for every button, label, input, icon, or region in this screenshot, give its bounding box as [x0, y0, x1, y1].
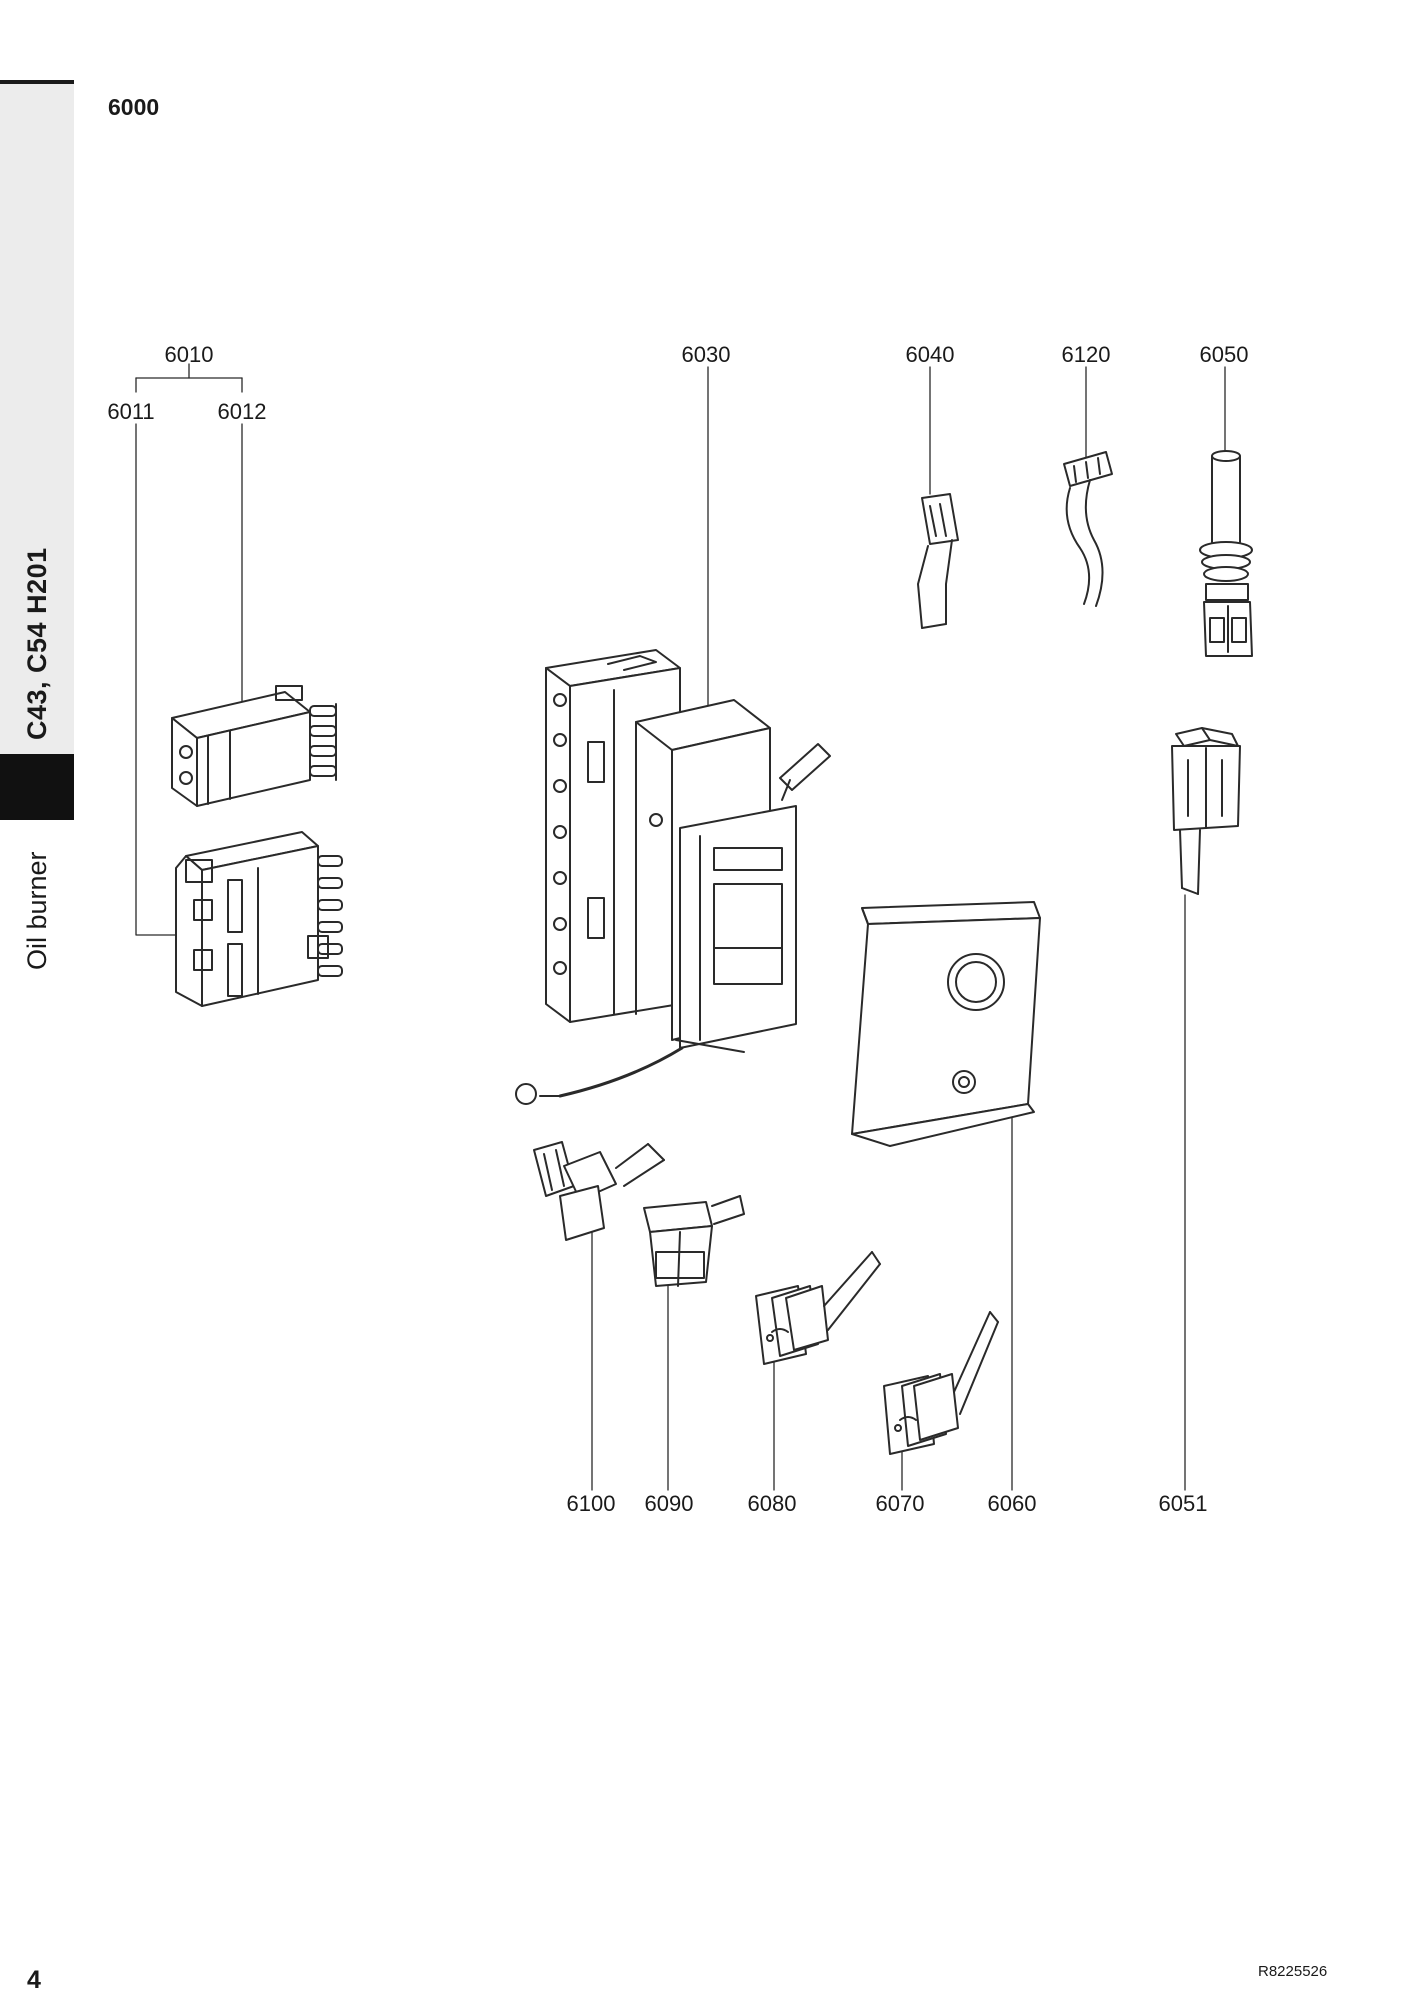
- label-6070: 6070: [876, 1491, 925, 1516]
- label-6012: 6012: [218, 399, 267, 424]
- part-6100-connector: [533, 1141, 665, 1241]
- part-labels: 6010 6011 6012 6030 6040 6120 6050 6100 …: [107, 342, 1248, 1516]
- label-6080: 6080: [748, 1491, 797, 1516]
- side-tab-top-rule: [0, 80, 74, 84]
- label-6120: 6120: [1062, 342, 1111, 367]
- part-6090-connector: [643, 1195, 745, 1287]
- document-reference: R8225526: [1258, 1963, 1328, 1980]
- section-number: 6000: [108, 94, 160, 120]
- part-6040-connector: [917, 493, 959, 629]
- part-6051-plug: [1171, 727, 1241, 895]
- part-6030-control-box: [515, 649, 831, 1105]
- part-6120-connector: [1063, 451, 1113, 607]
- label-6051: 6051: [1159, 1491, 1208, 1516]
- label-6050: 6050: [1200, 342, 1249, 367]
- label-6090: 6090: [645, 1491, 694, 1516]
- side-tab-panel: [0, 84, 74, 754]
- label-6040: 6040: [906, 342, 955, 367]
- label-6100: 6100: [567, 1491, 616, 1516]
- part-6070-sensor: [883, 1311, 999, 1455]
- part-6080-sensor: [755, 1251, 881, 1365]
- part-6012-connector: [171, 685, 337, 807]
- part-6060-cover: [851, 901, 1041, 1147]
- side-tab-marker: [0, 754, 74, 820]
- label-6060: 6060: [988, 1491, 1037, 1516]
- leader-lines: [135, 363, 1226, 1491]
- part-6011-connector: [175, 831, 343, 1007]
- page-number: 4: [27, 1966, 41, 1994]
- label-6010: 6010: [165, 342, 214, 367]
- part-6050-sensor: [1199, 450, 1253, 657]
- label-6011: 6011: [107, 399, 154, 424]
- label-6030: 6030: [682, 342, 731, 367]
